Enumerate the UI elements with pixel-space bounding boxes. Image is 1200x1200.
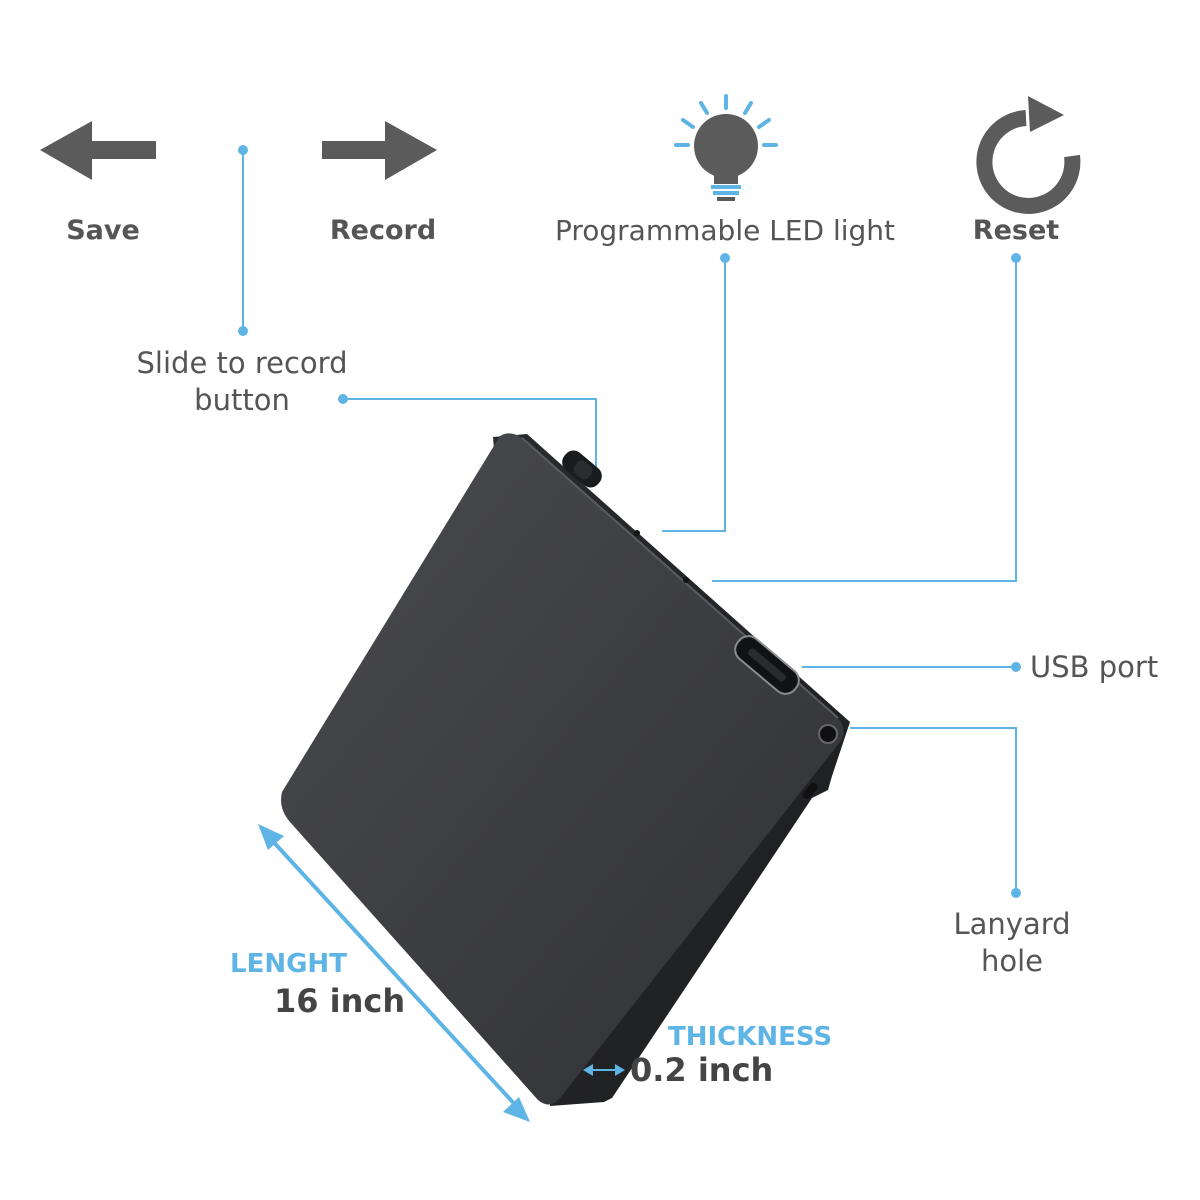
slide-callout — [343, 398, 597, 470]
reset-callout — [712, 258, 1017, 582]
length-caption: LENGHT — [230, 949, 347, 979]
led-label: Programmable LED light — [554, 214, 896, 247]
callout-lines — [242, 150, 1017, 893]
record-label: Record — [329, 215, 437, 246]
usb-label: USB port — [1030, 650, 1159, 684]
callout-dots — [238, 145, 1021, 898]
double-arrow-icon — [258, 824, 530, 1122]
thickness-arrow-icon — [583, 1064, 625, 1076]
save-label: Save — [66, 215, 140, 246]
reset-icon — [976, 96, 1081, 214]
thickness-caption: THICKNESS — [668, 1022, 833, 1052]
reset-label: Reset — [972, 215, 1060, 246]
lanyard-label-line1: Lanyard — [953, 907, 1071, 941]
thickness-value: 0.2 inch — [630, 1051, 774, 1089]
recorder-device — [281, 433, 850, 1106]
led-callout — [662, 258, 726, 532]
arrow-left-icon — [40, 121, 156, 180]
length-value: 16 inch — [274, 982, 406, 1020]
lanyard-callout — [850, 727, 1017, 893]
light-bulb-icon — [674, 94, 778, 201]
reset-pinhole — [683, 577, 689, 583]
slide-label-line2: button — [194, 383, 290, 417]
led-pinhole — [634, 530, 640, 536]
arrow-right-icon — [322, 121, 437, 180]
lanyard-label-line2: hole — [980, 944, 1044, 978]
lanyard-hole — [818, 724, 838, 744]
usb-port — [734, 635, 800, 695]
slide-label-line1: Slide to record — [136, 346, 348, 380]
